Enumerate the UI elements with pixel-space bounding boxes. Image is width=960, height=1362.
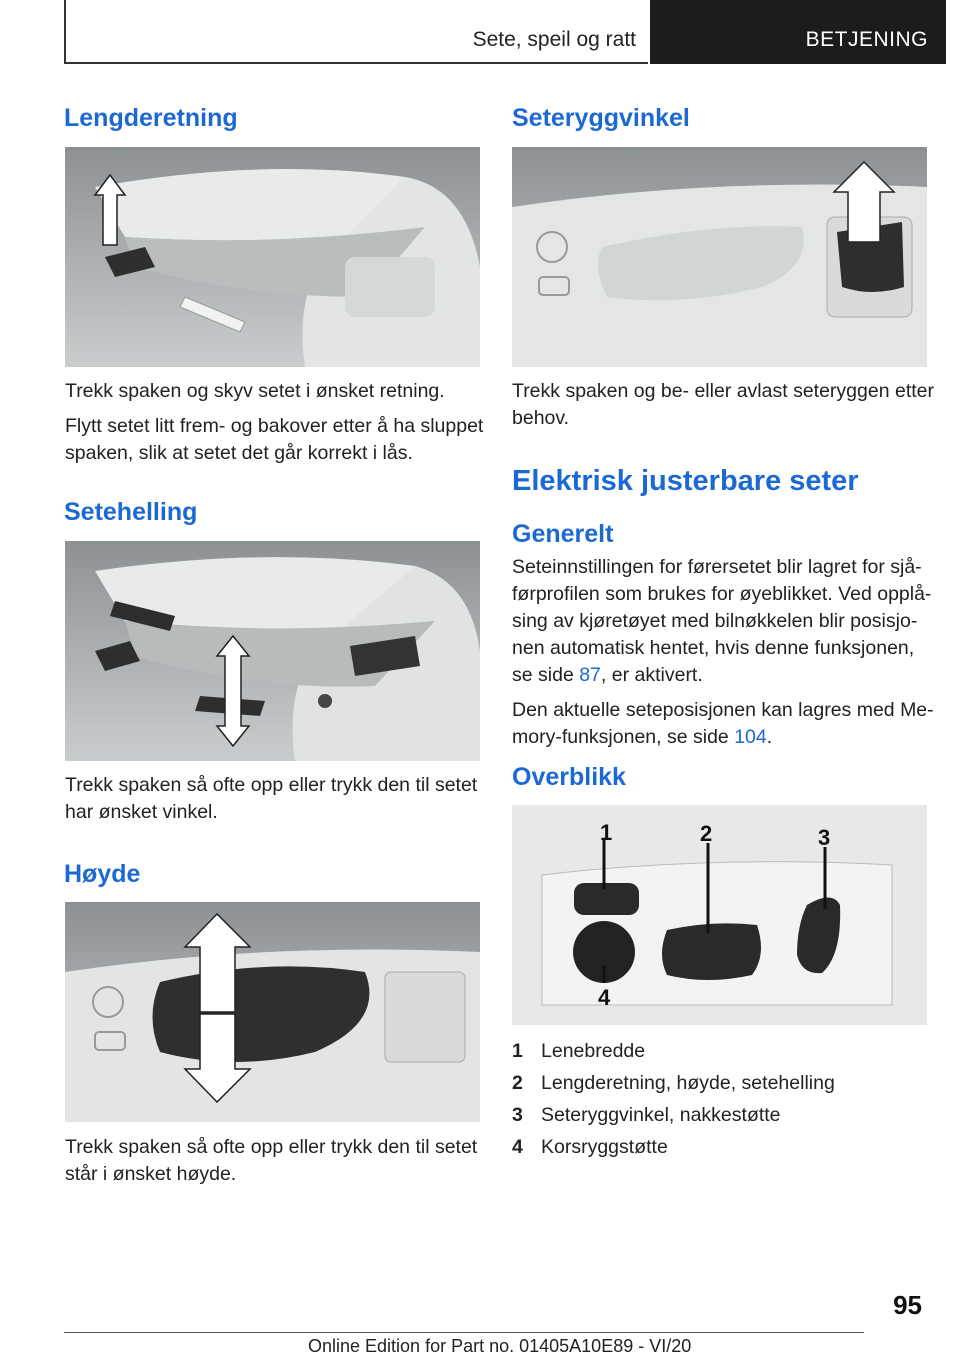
paragraph-line: Flytt setet litt frem- og bakover etter … [65,415,484,437]
heading-seteryggvinkel: Seteryggvinkel [512,104,690,132]
paragraph-line: sing av kjøretøyet med bilnøkkelen blir … [512,610,918,632]
heading-overblikk: Overblikk [512,763,626,791]
image-seat-tilt [65,541,480,761]
running-header-chapter: Sete, speil og ratt [64,0,648,64]
list-label: Seteryggvinkel, nakkestøtte [541,1104,781,1126]
paragraph-line: nen automatisk hentet, hvis denne funksj… [512,637,915,659]
paragraph-line: Trekk spaken så ofte opp eller trykk den… [65,774,478,796]
heading-generelt: Generelt [512,520,614,548]
list-label: Lengderetning, høyde, setehelling [541,1072,835,1094]
image-seat-controls-overview: 1 2 3 4 [512,805,927,1025]
footer-divider [64,1332,864,1333]
paragraph-line: behov. [512,407,570,429]
heading-elektrisk: Elektrisk justerbare seter [512,465,859,497]
text: , er aktivert. [600,664,703,686]
paragraph-line: spaken, slik at setet det går korrekt i … [65,442,413,464]
section-title: BETJENING [805,28,928,51]
paragraph-line: Seteinnstillingen for førersetet blir la… [512,556,922,578]
paragraph-line: se side 87, er aktivert. [512,662,703,689]
image-seat-height [65,902,480,1122]
list-number: 4 [512,1136,523,1158]
page-number: 95 [893,1290,922,1320]
page-link-104[interactable]: 104 [734,726,767,748]
text: . [766,726,773,748]
paragraph-line: førprofilen som brukes for øyeblikket. V… [512,583,932,605]
paragraph-line: Den aktuelle seteposisjonen kan lagres m… [512,699,934,721]
list-label: Lenebredde [541,1040,646,1062]
heading-setehelling: Setehelling [64,498,198,526]
image-seat-longitudinal [65,147,480,367]
paragraph-line: har ønsket vinkel. [65,801,218,823]
footer-edition: Online Edition for Part no. 01405A10E89 … [308,1336,692,1356]
list-number: 3 [512,1104,523,1126]
heading-lengderetning: Lengderetning [64,104,238,132]
paragraph: Trekk spaken og skyv setet i ønsket retn… [65,380,445,402]
paragraph-line: Trekk spaken så ofte opp eller trykk den… [65,1136,478,1158]
list-number: 1 [512,1040,523,1062]
paragraph-line: mory-funksjonen, se side 104. [512,724,772,751]
running-header-section: BETJENING [650,0,946,64]
heading-hoyde: Høyde [64,860,141,888]
image-seat-backrest [512,147,927,367]
text: mory-funksjonen, se side [512,726,735,748]
list-number: 2 [512,1072,523,1094]
page-link-87[interactable]: 87 [579,664,601,686]
callout-4: 4 [598,985,611,1010]
list-label: Korsryggstøtte [541,1136,668,1158]
text: se side [512,664,580,686]
paragraph-line: står i ønsket høyde. [65,1163,237,1185]
chapter-title: Sete, speil og ratt [472,28,636,51]
callout-1: 1 [600,820,612,845]
callout-3: 3 [818,825,830,850]
paragraph-line: Trekk spaken og be- eller avlast seteryg… [512,380,934,402]
callout-2: 2 [700,821,712,846]
